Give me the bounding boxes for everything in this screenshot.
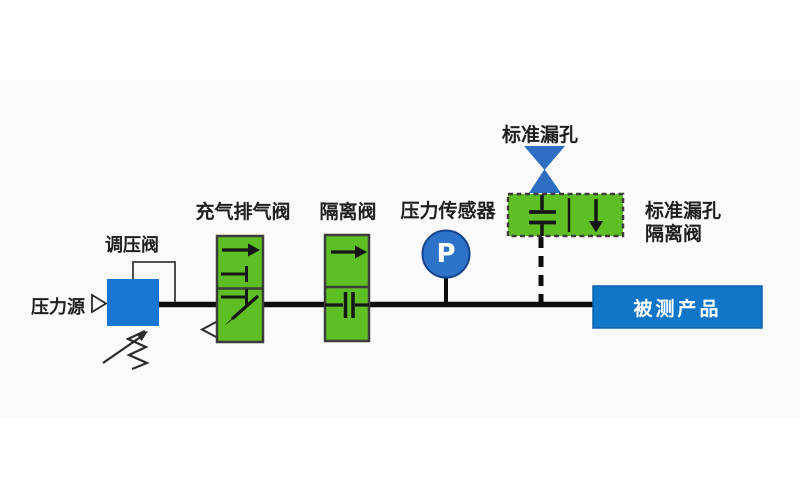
- standard-leak-orifice-icon: [524, 146, 565, 193]
- pressure-sensor-label: 压力传感器: [400, 200, 496, 222]
- leak-isolation-valve-component: [506, 192, 625, 238]
- sensor-letter: P: [436, 239, 456, 269]
- regulator-adjust-arrow-line: [102, 335, 143, 364]
- source-inlet-triangle-icon: [91, 293, 108, 314]
- leak-isolation-valve-body: [506, 192, 625, 238]
- isolation-valve-component: [323, 233, 371, 343]
- pressure-sensor-circle: [421, 229, 471, 279]
- regulator-adjust-arrowhead-icon: [136, 331, 148, 342]
- dut-box: [592, 285, 763, 329]
- down-flow-arrowhead-icon: [589, 221, 603, 233]
- charge-exhaust-valve-component: [199, 234, 265, 344]
- flow-arrowhead-icon: [355, 245, 367, 259]
- regulator-label: 调压阀: [105, 235, 159, 256]
- leak-isolation-valve-label: 标准漏孔 隔离阀: [645, 200, 745, 246]
- orifice-upper-triangle: [524, 146, 565, 170]
- exhaust-arrow-line: [230, 294, 260, 321]
- leak-isolation-valve-label-line2: 隔离阀: [645, 223, 703, 245]
- isolation-valve-label: 隔离阀: [319, 201, 377, 223]
- regulator-body: [107, 279, 159, 326]
- device-under-test-label: 被测产品: [633, 297, 722, 320]
- standard-leak-label: 标准漏孔: [501, 124, 578, 146]
- leak-isolation-valve-label-line1: 标准漏孔: [645, 200, 722, 222]
- pressure-source-label: 压力源: [31, 297, 85, 318]
- flow-arrowhead-icon: [248, 243, 260, 257]
- regulator-component: [91, 261, 176, 371]
- charge-exhaust-valve-label: 充气排气阀: [195, 201, 291, 223]
- regulator-feedback-line: [132, 261, 176, 302]
- exhaust-arrowhead-icon: [224, 313, 238, 326]
- diagram-panel: [0, 80, 800, 419]
- regulator-spring-icon: [125, 330, 150, 371]
- orifice-lower-triangle: [529, 169, 561, 193]
- exhaust-triangle-icon: [199, 319, 219, 340]
